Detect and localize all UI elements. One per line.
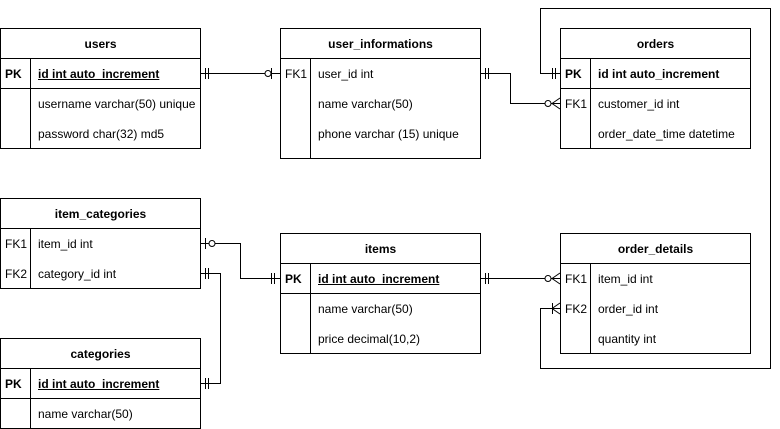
field-label: id int auto_increment <box>318 271 440 286</box>
rel-orders-order-details <box>540 8 771 369</box>
entity-orders[interactable]: orders PK id int auto_increment FK1 cust… <box>560 28 751 149</box>
entity-row-pk[interactable]: PK id int auto_increment <box>1 369 200 399</box>
key-label: FK2 <box>1 259 31 289</box>
rel-items-order-details <box>480 272 561 285</box>
entity-users[interactable]: users PK id int auto_increment username … <box>0 28 201 149</box>
entity-row[interactable]: FK1 item_id int <box>561 264 750 294</box>
field-label: name varchar(50) <box>318 97 413 111</box>
entity-item-categories[interactable]: item_categories FK1 item_id int FK2 cate… <box>0 198 201 289</box>
field-label: id int auto_increment <box>598 66 720 81</box>
entity-title: user_informations <box>281 29 480 59</box>
entity-row[interactable]: FK1 item_id int <box>1 229 200 259</box>
entity-categories[interactable]: categories PK id int auto_increment name… <box>0 338 201 429</box>
key-label <box>561 324 591 354</box>
field-label: name varchar(50) <box>318 302 413 316</box>
entity-row-pk[interactable]: PK id int auto_increment <box>561 59 750 89</box>
entity-row[interactable]: phone varchar (15) unique <box>281 119 480 159</box>
entity-row[interactable]: password char(32) md5 <box>1 119 200 149</box>
entity-title: categories <box>1 339 200 369</box>
rel-user-informations-orders <box>480 68 561 110</box>
entity-row[interactable]: name varchar(50) <box>281 89 480 119</box>
field-label: customer_id int <box>598 97 680 111</box>
field-label: order_id int <box>598 302 659 316</box>
entity-row-pk[interactable]: PK id int auto_increment <box>281 264 480 294</box>
entity-user-informations[interactable]: user_informations FK1 user_id int name v… <box>280 28 481 159</box>
entity-row[interactable]: FK1 customer_id int <box>561 89 750 119</box>
key-label: PK <box>561 59 591 88</box>
field-label: phone varchar (15) unique <box>318 127 459 141</box>
entity-row[interactable]: FK2 order_id int <box>561 294 750 324</box>
key-label <box>281 89 311 119</box>
entity-row[interactable]: name varchar(50) <box>1 399 200 429</box>
entity-title: orders <box>561 29 750 59</box>
entity-items[interactable]: items PK id int auto_increment name varc… <box>280 233 481 354</box>
field-label: user_id int <box>318 67 374 81</box>
field-label: username varchar(50) unique <box>38 97 196 111</box>
key-label: FK1 <box>561 89 591 119</box>
rel-item-categories-categories <box>200 268 221 389</box>
key-label <box>1 119 31 149</box>
entity-title: items <box>281 234 480 264</box>
field-label: item_id int <box>598 272 653 286</box>
key-label: PK <box>1 369 31 398</box>
entity-title: item_categories <box>1 199 200 229</box>
key-label: PK <box>281 264 311 293</box>
key-label: FK1 <box>1 229 31 259</box>
rel-item-categories-items <box>200 238 280 284</box>
entity-row[interactable]: FK1 user_id int <box>281 59 480 89</box>
key-label: FK2 <box>561 294 591 324</box>
key-label: FK1 <box>561 264 591 294</box>
key-label <box>281 294 311 324</box>
entity-row[interactable]: quantity int <box>561 324 750 354</box>
entity-title: order_details <box>561 234 750 264</box>
field-label: id int auto_increment <box>38 376 160 391</box>
key-label <box>1 399 31 429</box>
key-label <box>561 119 591 149</box>
field-label: name varchar(50) <box>38 407 133 421</box>
field-label: password char(32) md5 <box>38 127 165 141</box>
entity-row[interactable]: username varchar(50) unique <box>1 89 200 119</box>
field-label: price decimal(10,2) <box>318 332 421 346</box>
key-label <box>281 119 311 159</box>
entity-row-pk[interactable]: PK id int auto_increment <box>1 59 200 89</box>
entity-row[interactable]: order_date_time datetime <box>561 119 750 149</box>
entity-row[interactable]: FK2 category_id int <box>1 259 200 289</box>
field-label: order_date_time datetime <box>598 127 735 141</box>
key-label <box>281 324 311 354</box>
key-label: FK1 <box>281 59 311 89</box>
entity-title: users <box>1 29 200 59</box>
key-label <box>1 89 31 119</box>
field-label: id int auto_increment <box>38 66 160 81</box>
field-label: item_id int <box>38 237 93 251</box>
rel-users-user-informations <box>200 68 280 79</box>
field-label: category_id int <box>38 267 117 281</box>
field-label: quantity int <box>598 332 657 346</box>
key-label: PK <box>1 59 31 88</box>
entity-order-details[interactable]: order_details FK1 item_id int FK2 order_… <box>560 233 751 354</box>
entity-row[interactable]: price decimal(10,2) <box>281 324 480 354</box>
entity-row[interactable]: name varchar(50) <box>281 294 480 324</box>
